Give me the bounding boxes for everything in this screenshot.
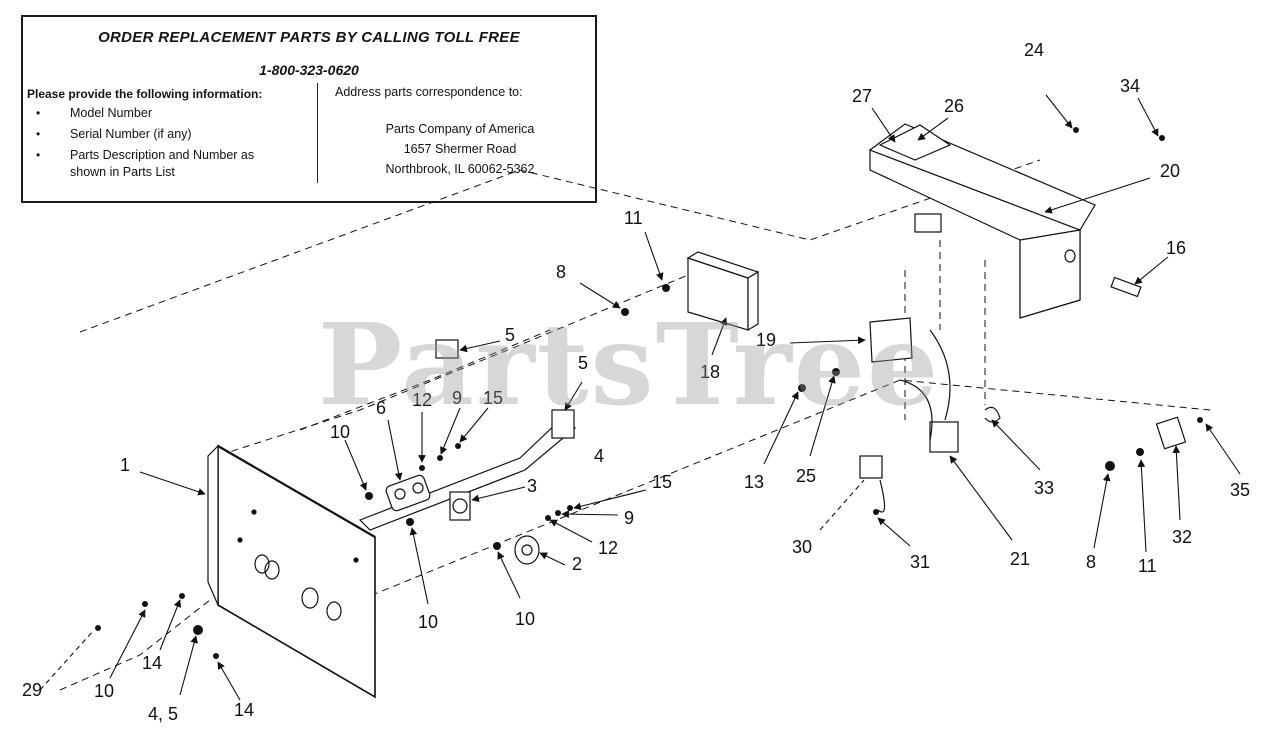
provide-info-column: Please provide the following information… <box>27 87 285 185</box>
provide-item: • Parts Description and Number as shown i… <box>27 147 285 181</box>
callout-number: 6 <box>376 398 386 418</box>
callout-number: 2 <box>572 554 582 574</box>
address-line: 1657 Shermer Road <box>403 142 517 156</box>
callout-number: 8 <box>556 262 566 282</box>
rectifier-part <box>929 421 959 453</box>
outlet-part <box>385 474 431 512</box>
assembly-guide-lines <box>59 159 1211 691</box>
address-line: Parts Company of America <box>385 122 535 136</box>
column-divider <box>317 83 318 183</box>
callout-number: 13 <box>744 472 764 492</box>
capacitor-part <box>869 317 913 363</box>
callout-number: 12 <box>412 390 432 410</box>
address-line: Northbrook, IL 60062-5362 <box>385 162 535 176</box>
callout-number: 21 <box>1010 549 1030 569</box>
callout-number: 16 <box>1166 238 1186 258</box>
callout-number: 30 <box>792 537 812 557</box>
hardware-dots <box>95 127 1203 659</box>
callout-number: 10 <box>515 609 535 629</box>
receptacle-part <box>449 491 471 521</box>
provide-item: • Model Number <box>27 105 285 122</box>
control-panel <box>207 444 376 699</box>
callout-number: 11 <box>1138 556 1157 576</box>
connector-part <box>1110 276 1142 298</box>
callout-number: 15 <box>652 472 672 492</box>
callout-number: 9 <box>624 508 634 528</box>
callout-number: 4 <box>594 446 604 466</box>
wire <box>899 379 933 441</box>
callout-number: 4, 5 <box>148 704 178 724</box>
receptacle-part <box>514 535 540 565</box>
callout-number: 35 <box>1230 480 1250 500</box>
callout-number: 14 <box>234 700 254 720</box>
provide-item-text: Model Number <box>70 106 152 120</box>
housing-box <box>868 123 1096 319</box>
callout-number: 27 <box>852 86 872 106</box>
callout-number: 34 <box>1120 76 1140 96</box>
callout-number: 9 <box>452 388 462 408</box>
callout-number: 31 <box>910 552 930 572</box>
toll-free-phone: 1-800-323-0620 <box>259 62 359 78</box>
provide-item-text: Parts Description and Number as shown in… <box>70 148 255 179</box>
callout-number: 29 <box>22 680 42 700</box>
address-column: Address parts correspondence to: Parts C… <box>335 85 585 179</box>
callout-number: 1 <box>120 455 130 475</box>
callout-number: 18 <box>700 362 720 382</box>
clip-part <box>984 406 1001 423</box>
bullet-icon: • <box>36 106 41 120</box>
provide-info-header: Please provide the following information… <box>27 87 263 101</box>
provide-item-text: Serial Number (if any) <box>70 127 192 141</box>
switch-part <box>551 409 575 439</box>
callout-number: 11 <box>624 208 643 228</box>
callout-number: 14 <box>142 653 162 673</box>
callout-number: 3 <box>527 476 537 496</box>
callout-number: 26 <box>944 96 964 116</box>
control-box <box>686 251 760 332</box>
callout-number: 15 <box>483 388 503 408</box>
wire <box>877 479 886 513</box>
callout-number: 8 <box>1086 552 1096 572</box>
callout-number: 12 <box>598 538 618 558</box>
callout-number: 20 <box>1160 161 1180 181</box>
address-header: Address parts correspondence to: <box>335 85 523 99</box>
callout-number: 10 <box>330 422 350 442</box>
callout-leaders <box>39 94 1241 701</box>
order-info-box: ORDER REPLACEMENT PARTS BY CALLING TOLL … <box>21 15 597 203</box>
callout-number: 25 <box>796 466 816 486</box>
callout-number: 24 <box>1024 40 1044 60</box>
order-title: ORDER REPLACEMENT PARTS BY CALLING TOLL … <box>98 29 520 46</box>
callout-number: 5 <box>578 353 588 373</box>
switch-part <box>435 339 459 359</box>
wire <box>929 329 951 421</box>
callout-number: 10 <box>418 612 438 632</box>
callout-number: 32 <box>1172 527 1192 547</box>
bracket-part <box>1155 416 1187 450</box>
bullet-icon: • <box>36 127 41 141</box>
callout-number: 5 <box>505 325 515 345</box>
provide-item: • Serial Number (if any) <box>27 126 285 143</box>
terminal-part <box>859 455 883 479</box>
bullet-icon: • <box>36 148 41 162</box>
callout-number: 10 <box>94 681 114 701</box>
callout-number: 19 <box>756 330 776 350</box>
callout-number: 33 <box>1034 478 1054 498</box>
